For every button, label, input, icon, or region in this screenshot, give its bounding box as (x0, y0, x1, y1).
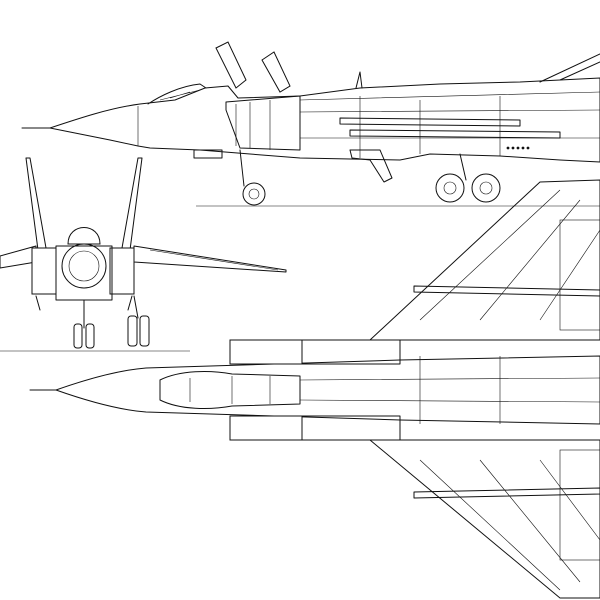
front-right-wing-edge (149, 249, 279, 271)
side-main-wheel-rear (471, 173, 501, 203)
side-main-wheel-rear-hub (479, 181, 493, 195)
side-stencil-dots (506, 146, 530, 150)
side-antenna (355, 71, 363, 89)
front-right-fin (121, 157, 143, 251)
plan-lower-wing-panels (419, 459, 600, 591)
side-rear-canopy-open (261, 51, 291, 93)
plan-lower-wing (369, 439, 600, 599)
side-nose-wheel-hub (248, 188, 260, 200)
plan-upper-wing (369, 179, 600, 341)
side-canopy-frame (147, 83, 207, 105)
front-radome (61, 243, 107, 289)
front-right-intake (109, 247, 135, 295)
plan-cockpit-frames (189, 376, 271, 404)
plan-intake-ducts (301, 339, 401, 441)
side-main-gear-strut (459, 153, 467, 181)
side-nose-wheel (242, 182, 266, 206)
side-view (21, 41, 600, 207)
front-left-fin (25, 157, 47, 251)
front-right-wing (133, 245, 287, 273)
plan-upper-flap (559, 219, 600, 331)
plan-upper-missile (413, 285, 600, 297)
front-fuselage (55, 245, 113, 301)
front-view (0, 157, 287, 352)
plan-right-intake (229, 415, 303, 441)
side-main-wheel-front-hub (443, 181, 457, 195)
side-main-wheel-front (435, 173, 465, 203)
front-main-wheel-b (139, 315, 150, 347)
front-left-intake (31, 247, 57, 295)
front-nose-wheel-left (73, 323, 83, 349)
side-air-intake (225, 95, 301, 151)
side-front-canopy-open (215, 41, 247, 89)
side-missile-lower (349, 129, 561, 139)
front-nose-wheel-right (85, 323, 95, 349)
side-ventral-pylon (349, 149, 393, 183)
plan-lower-flap (559, 449, 600, 561)
side-canopy-glass (159, 89, 201, 101)
side-belly-pod (193, 149, 223, 159)
plan-fuselage (55, 355, 600, 425)
front-pylons (35, 295, 133, 311)
plan-panel-lines (299, 356, 600, 424)
plan-lower-missile (413, 487, 600, 499)
front-main-gear-strut (133, 295, 139, 319)
front-left-wing (0, 245, 37, 269)
side-panel-lines (299, 91, 600, 158)
front-main-wheel-a (127, 315, 138, 347)
plan-cockpit (159, 371, 301, 409)
front-radome-inner (68, 250, 100, 282)
plan-left-intake (229, 339, 303, 365)
side-intake-panels (235, 100, 271, 150)
side-missile-upper (339, 117, 521, 127)
plan-view (29, 179, 600, 599)
side-vertical-tail (539, 53, 600, 83)
side-nose-gear-strut (239, 149, 245, 187)
side-fuselage (49, 77, 600, 163)
front-canopy (67, 227, 101, 245)
